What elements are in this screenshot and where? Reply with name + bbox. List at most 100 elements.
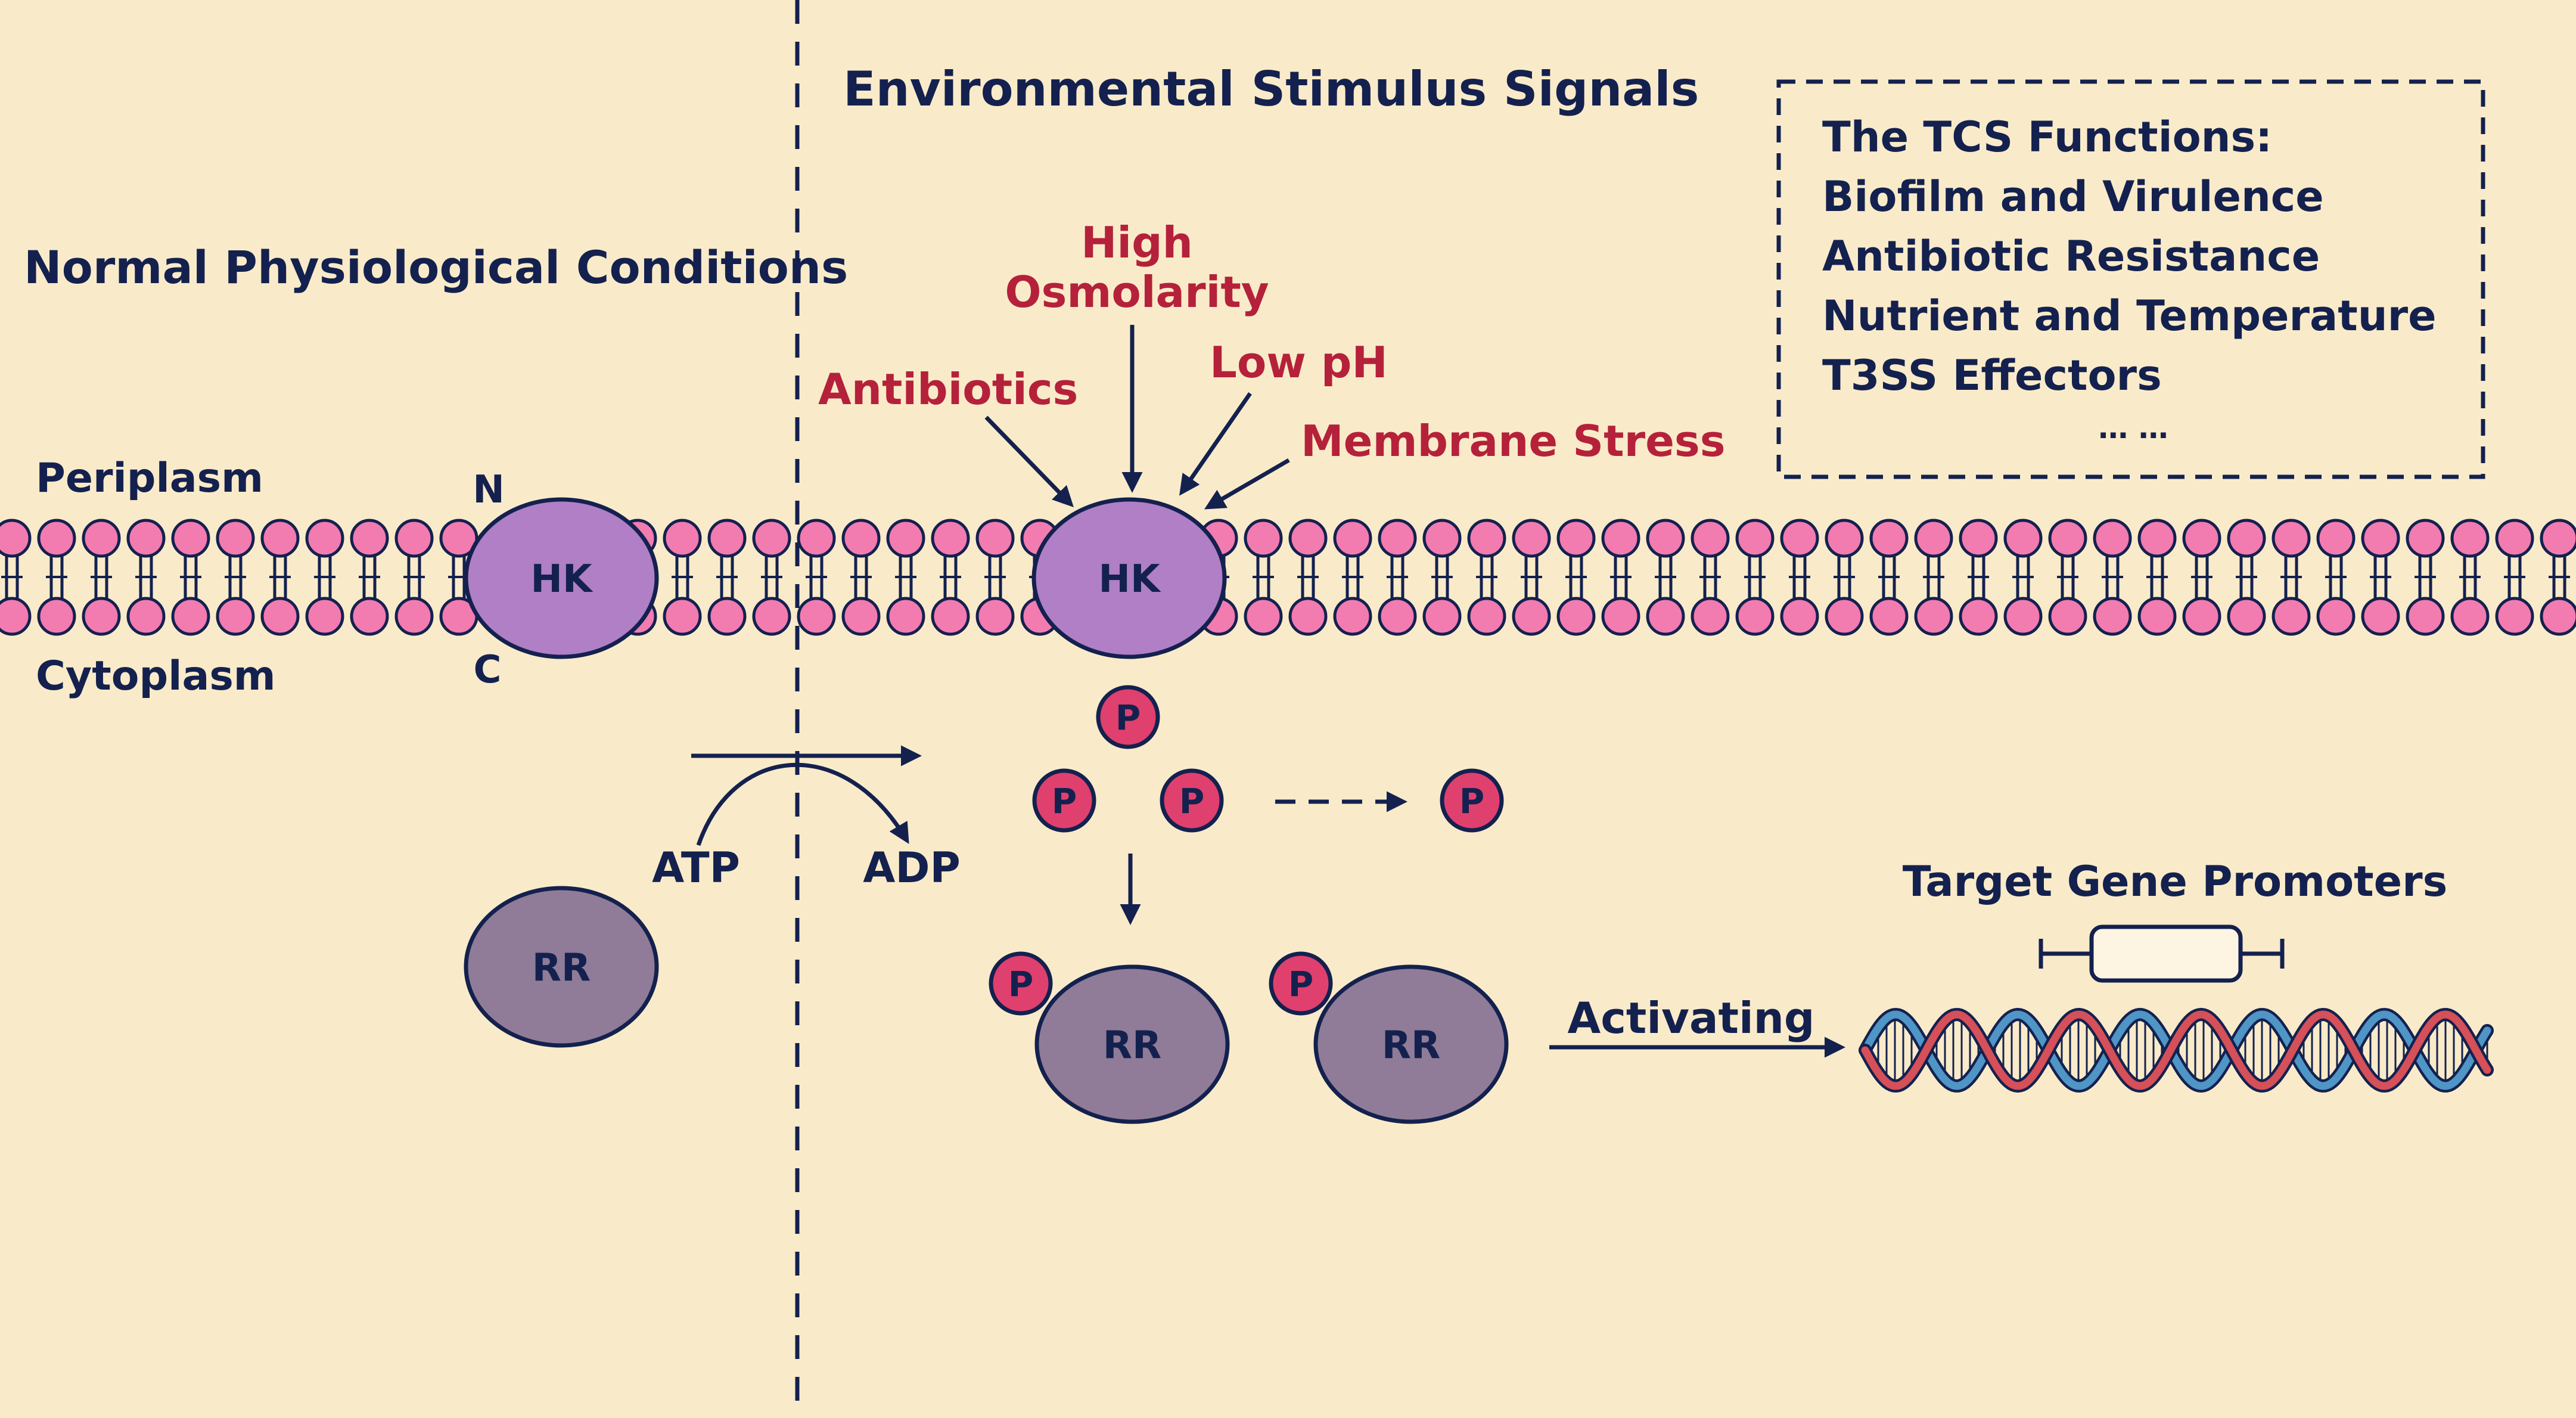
lipid-head xyxy=(2137,597,2177,636)
svg-text:P: P xyxy=(1288,964,1314,1004)
svg-text:P: P xyxy=(1052,781,1077,821)
lipid-head xyxy=(216,519,255,558)
svg-text:P: P xyxy=(1115,697,1141,738)
lipid-head xyxy=(975,597,1015,636)
lipid-head xyxy=(1691,597,1730,636)
lipid-head xyxy=(350,597,389,636)
lipid-head xyxy=(37,519,76,558)
lipid-head xyxy=(171,519,210,558)
lipid-head xyxy=(2227,597,2266,636)
n-terminus-label: N xyxy=(473,468,505,512)
lipid-head xyxy=(975,519,1015,558)
function-item: Nutrient and Temperature xyxy=(1822,291,2437,340)
arrow-low-ph xyxy=(1179,392,1252,496)
lipid-head xyxy=(1959,519,1998,558)
lipid-head xyxy=(2227,519,2266,558)
heading-normal-conditions: Normal Physiological Conditions xyxy=(24,241,848,294)
lipid-head xyxy=(752,519,791,558)
rr-label: RR xyxy=(532,946,591,990)
hk-ellipse xyxy=(1031,497,1227,659)
functions-title: The TCS Functions: xyxy=(1822,113,2272,162)
function-item: Biofilm and Virulence xyxy=(1822,172,2324,221)
lipid-head xyxy=(1333,519,1372,558)
phosphate-bubble: P xyxy=(1096,685,1160,749)
lipid-head xyxy=(1825,519,1864,558)
lipid-head xyxy=(1422,519,1462,558)
lipid-head xyxy=(886,597,925,636)
phosphate-bubble: P xyxy=(1440,768,1504,833)
rr-label: RR xyxy=(1382,1023,1441,1068)
lipid-head xyxy=(305,519,344,558)
arrow-antibiotics xyxy=(984,415,1074,508)
lipid-head xyxy=(260,519,300,558)
phosphate-bubble: P xyxy=(1032,768,1096,833)
target-gene-label: Target Gene Promoters xyxy=(1903,857,2448,906)
lipid-head xyxy=(841,519,881,558)
promoter-element xyxy=(2039,924,2285,983)
lipid-head xyxy=(2272,519,2311,558)
lipid-head xyxy=(305,597,344,636)
lipid-head xyxy=(2003,519,2043,558)
lipid-head xyxy=(2048,519,2087,558)
functions-ellipsis: … … xyxy=(2098,411,2168,445)
lipid-head xyxy=(2361,519,2400,558)
atp-to-adp-curve xyxy=(696,763,909,846)
hk-protein-right: HK xyxy=(1031,497,1227,659)
lipid-head xyxy=(0,597,32,636)
promoter-box xyxy=(2089,924,2243,983)
lipid-head xyxy=(1869,519,1909,558)
functions-box-border xyxy=(1776,79,2485,479)
activating-label: Activating xyxy=(1568,993,1815,1043)
rr-label: RR xyxy=(1103,1023,1162,1068)
lipid-head xyxy=(1288,597,1328,636)
c-terminus-label: C xyxy=(474,648,502,692)
lipid-head xyxy=(1735,519,1775,558)
lipid-head xyxy=(707,519,747,558)
lipid-head xyxy=(2450,597,2490,636)
lipid-head xyxy=(2182,519,2221,558)
lipid-head xyxy=(1378,597,1417,636)
lipid-head xyxy=(2495,597,2534,636)
lipid-head xyxy=(2450,519,2490,558)
lipid-head xyxy=(663,519,702,558)
lipid-head xyxy=(1601,519,1640,558)
lipid-head xyxy=(1914,597,1953,636)
lipid-head xyxy=(1869,597,1909,636)
lipid-head xyxy=(1422,597,1462,636)
lipid-head xyxy=(2316,597,2356,636)
dna-strand-blue xyxy=(1861,1010,2491,1090)
cytoplasm-label: Cytoplasm xyxy=(36,653,276,700)
lipid-head xyxy=(37,597,76,636)
lipid-head xyxy=(1333,597,1372,636)
phosphate-bubble: P xyxy=(989,951,1053,1016)
lipid-head xyxy=(82,519,121,558)
lipid-head xyxy=(1244,597,1283,636)
lipid-head xyxy=(1467,519,1506,558)
phosphate-group: P P P P xyxy=(1032,685,1504,925)
lipid-head xyxy=(1556,519,1596,558)
lipid-head xyxy=(1646,519,1685,558)
lipid-head xyxy=(1512,519,1551,558)
lipid-head xyxy=(797,597,836,636)
lipid-head xyxy=(394,597,434,636)
heading-environmental-signals: Environmental Stimulus Signals xyxy=(843,61,1699,117)
rr-phosphorylated-2: RR P xyxy=(1269,951,1509,1124)
lipid-head xyxy=(707,597,747,636)
lipid-head xyxy=(1378,519,1417,558)
rr-ellipse xyxy=(1313,964,1509,1124)
rr-ellipse xyxy=(1034,964,1230,1124)
svg-text:P: P xyxy=(1179,781,1205,821)
lipid-head xyxy=(2361,597,2400,636)
dna-helix xyxy=(1859,1007,2494,1093)
lipid-head xyxy=(1959,597,1998,636)
stimulus-membrane-stress-label: Membrane Stress xyxy=(1301,416,1726,466)
arrow-membrane-stress xyxy=(1204,458,1290,510)
stimulus-osmolarity-label: Osmolarity xyxy=(1005,267,1269,317)
rr-protein-left: RR xyxy=(464,886,659,1048)
lipid-head xyxy=(2003,597,2043,636)
lipid-head xyxy=(886,519,925,558)
svg-text:P: P xyxy=(1459,781,1485,821)
lipid-head xyxy=(752,597,791,636)
